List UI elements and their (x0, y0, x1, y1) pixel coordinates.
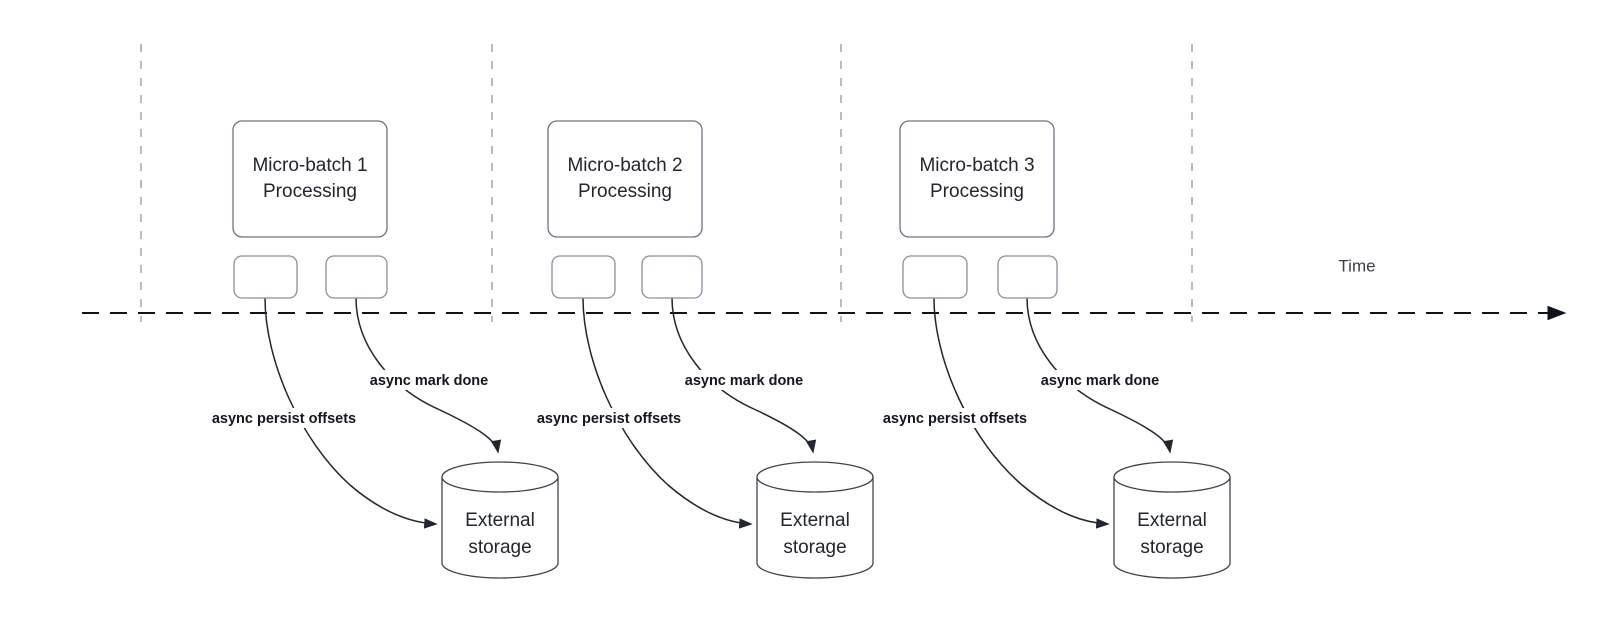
group-3: Micro-batch 3 Processing External storag… (867, 120, 1231, 579)
group-2-mark-done-label-bg (673, 370, 815, 390)
group-3-persist-offsets-edge (933, 297, 1110, 529)
group-1-batch-label-line1: Micro-batch 1 (252, 155, 367, 176)
group-1-persist-offsets-label-group: async persist offsets (196, 408, 372, 428)
separator-group (140, 44, 1193, 322)
group-3-mark-done-label-bg (1029, 370, 1171, 390)
time-axis: Time (82, 256, 1567, 321)
group-2-external-storage[interactable]: External storage (756, 461, 874, 579)
group-1: Micro-batch 1 Processing External storag… (196, 120, 559, 579)
group-1-persist-offsets-edge (264, 297, 438, 529)
group-1-persist-offsets-label: async persist offsets (212, 411, 356, 427)
group-1-batch-box[interactable] (232, 120, 388, 238)
time-axis-label: Time (1338, 256, 1375, 275)
group-3-task-persist-box[interactable] (902, 255, 968, 299)
group-2-storage-label-line1: External (780, 510, 850, 531)
group-2-mark-done-label-group: async mark done (673, 370, 815, 390)
group-3-persist-offsets-label: async persist offsets (883, 411, 1027, 427)
group-3-storage-body (1113, 477, 1231, 579)
group-3-persist-offsets-label-group: async persist offsets (867, 408, 1043, 428)
group-3-batch-label-line2: Processing (930, 181, 1024, 202)
group-3-batch-box[interactable] (899, 120, 1055, 238)
group-1-persist-offsets-label-bg (196, 408, 372, 428)
group-3-storage-label-line1: External (1137, 510, 1207, 531)
group-1-storage-body (441, 477, 559, 579)
group-1-mark-done-label-bg (358, 370, 500, 390)
group-1-mark-done-label: async mark done (370, 373, 488, 389)
group-3-external-storage[interactable]: External storage (1113, 461, 1231, 579)
group-1-task-mark-box[interactable] (325, 255, 388, 299)
group-1-storage-top (441, 461, 559, 493)
group-2-persist-offsets-label-group: async persist offsets (521, 408, 697, 428)
group-2-storage-top (756, 461, 874, 493)
group-2-batch-label-line2: Processing (578, 181, 672, 202)
group-3-mark-done-label: async mark done (1041, 373, 1159, 389)
group-2-storage-body (756, 477, 874, 579)
group-2-storage-label-line2: storage (783, 537, 846, 558)
group-3-storage-label-line2: storage (1140, 537, 1203, 558)
group-1-task-persist-box[interactable] (233, 255, 298, 299)
group-2: Micro-batch 2 Processing External storag… (521, 120, 874, 579)
group-1-batch-label-line2: Processing (263, 181, 357, 202)
group-2-batch-label-line1: Micro-batch 2 (567, 155, 682, 176)
group-3-storage-top (1113, 461, 1231, 493)
group-2-persist-offsets-edge (582, 297, 753, 529)
group-2-mark-done-label: async mark done (685, 373, 803, 389)
group-2-batch-box[interactable] (547, 120, 703, 238)
group-2-persist-offsets-label-bg (521, 408, 697, 428)
group-3-mark-done-edge (1026, 297, 1174, 454)
group-1-mark-done-edge (355, 297, 502, 454)
group-3-persist-offsets-label-bg (867, 408, 1043, 428)
group-3-task-mark-box[interactable] (997, 255, 1058, 299)
group-2-task-persist-box[interactable] (551, 255, 616, 299)
group-1-mark-done-label-group: async mark done (358, 370, 500, 390)
group-3-batch-label-line1: Micro-batch 3 (919, 155, 1034, 176)
group-1-external-storage[interactable]: External storage (441, 461, 559, 579)
group-2-mark-done-edge (671, 297, 817, 454)
group-2-persist-offsets-label: async persist offsets (537, 411, 681, 427)
group-1-storage-label-line2: storage (468, 537, 531, 558)
group-3-mark-done-label-group: async mark done (1029, 370, 1171, 390)
group-2-task-mark-box[interactable] (641, 255, 703, 299)
group-1-storage-label-line1: External (465, 510, 535, 531)
